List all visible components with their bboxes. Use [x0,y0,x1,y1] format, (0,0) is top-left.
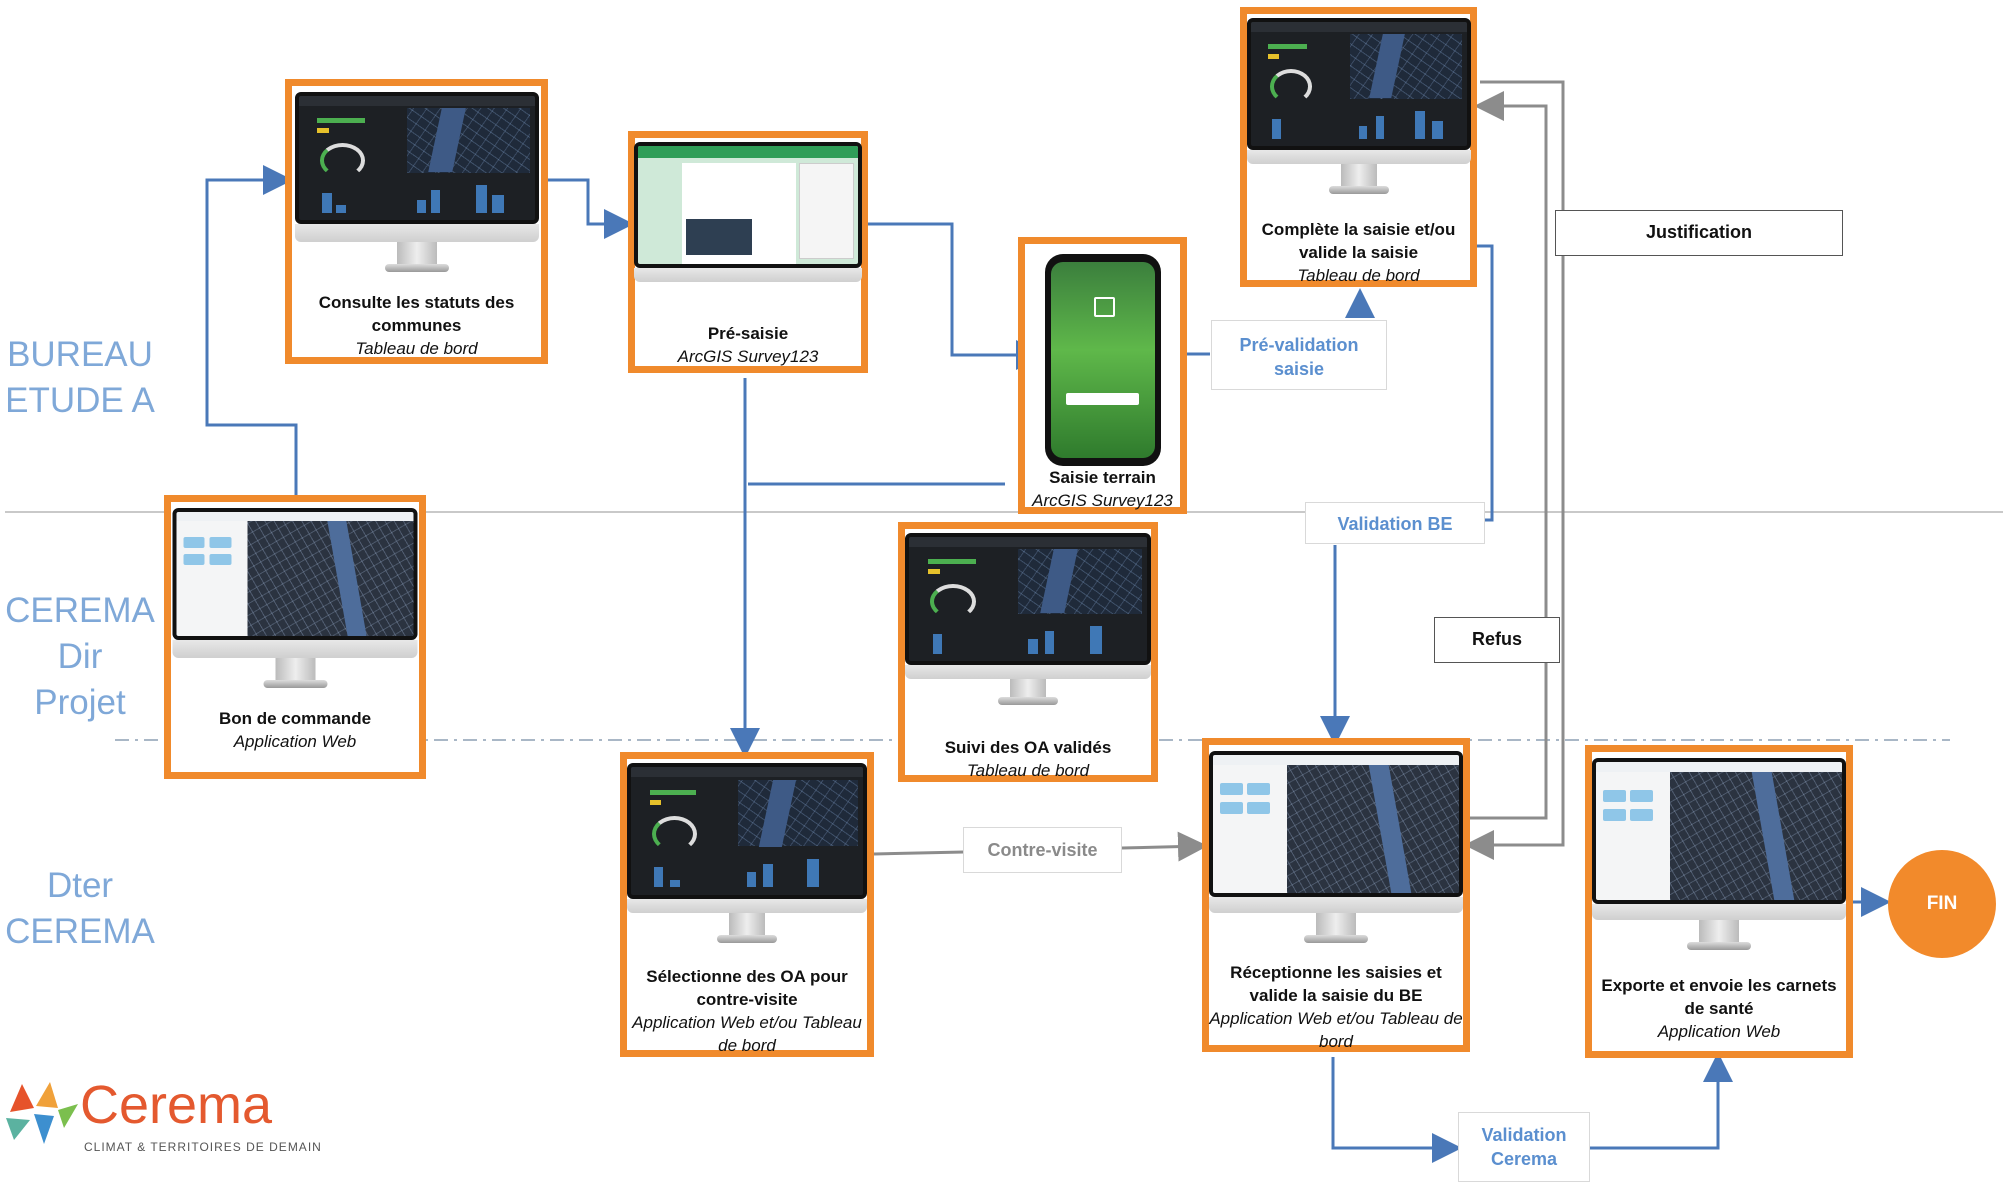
label-validation-cerema: Validation Cerema [1458,1112,1590,1182]
node-title: Pré-saisie [707,324,789,343]
logo-tagline: CLIMAT & TERRITOIRES DE DEMAIN [84,1140,322,1154]
monitor-survey-form [634,142,862,314]
arrow-presaisie-to-saisie [868,222,1046,370]
label-contre-visite: Contre-visite [963,827,1122,873]
cerema-emblem-icon [6,1082,78,1144]
label-justification: Justification [1555,210,1843,256]
node-subtitle: Tableau de bord [966,761,1090,780]
node-bon-caption: Bon de commande Application Web [171,707,419,753]
node-receptionne-caption: Réceptionne les saisies et valide la sai… [1209,961,1463,1053]
end-node-fin[interactable]: FIN [1888,850,1996,958]
node-subtitle: Application Web et/ou Tableau de bord [1209,1009,1463,1051]
node-suivi[interactable]: Suivi des OA validés Tableau de bord [898,522,1158,782]
node-complete-caption: Complète la saisie et/ou valide la saisi… [1247,218,1470,287]
arrow-consulte-to-presaisie [546,178,634,239]
node-saisie-caption: Saisie terrain ArcGIS Survey123 [1025,466,1180,512]
node-consulte-caption: Consulte les statuts des communes Tablea… [292,291,541,360]
node-saisie-terrain[interactable]: Saisie terrain ArcGIS Survey123 [1018,237,1187,514]
cerema-logo: Cerema CLIMAT & TERRITOIRES DE DEMAIN [0,1075,322,1158]
node-subtitle: Application Web [233,732,357,751]
node-bon-commande[interactable]: Bon de commande Application Web [164,495,426,779]
node-selectionne[interactable]: Sélectionne des OA pour contre-visite Ap… [620,752,874,1057]
node-subtitle: Tableau de bord [355,339,478,358]
monitor-dashboard [1246,18,1471,208]
monitor-dashboard [905,533,1151,723]
node-title: Saisie terrain [1049,468,1156,487]
node-suivi-caption: Suivi des OA validés Tableau de bord [905,736,1151,782]
lane-title-bureau: BUREAU ETUDE A [5,335,155,420]
logo-wordmark: Cerema [80,1075,273,1135]
arrow-justification-loop [1464,80,1565,860]
node-subtitle: Application Web [1657,1022,1781,1041]
phone-survey123 [1044,254,1161,466]
label-pre-validation: Pré-validation saisie [1211,320,1387,390]
lane-title-dter: Dter CEREMA [5,866,155,951]
node-exporte-caption: Exporte et envoie les carnets de santé A… [1592,974,1846,1043]
monitor-dashboard [294,92,539,292]
node-subtitle: Tableau de bord [1297,266,1420,285]
node-title: Exporte et envoie les carnets de santé [1601,976,1837,1018]
node-selectionne-caption: Sélectionne des OA pour contre-visite Ap… [627,965,867,1057]
monitor-web-app [1592,758,1846,968]
node-subtitle: ArcGIS Survey123 [677,347,819,366]
arrow-receptionne-to-validation-cerema [1331,1057,1462,1163]
node-subtitle: ArcGIS Survey123 [1032,491,1173,510]
node-presaisie[interactable]: Pré-saisie ArcGIS Survey123 [628,131,868,373]
lane-title-cerema-dir: CEREMA Dir Projet [5,591,155,722]
label-validation-be: Validation BE [1305,502,1485,544]
monitor-dashboard [627,763,867,959]
node-presaisie-caption: Pré-saisie ArcGIS Survey123 [635,322,861,368]
node-title: Réceptionne les saisies et valide la sai… [1230,963,1442,1005]
node-consulte[interactable]: Consulte les statuts des communes Tablea… [285,79,548,364]
arrow-complete-to-validationbe [1475,244,1494,522]
arrow-validation-cerema-to-exporte [1590,1052,1733,1150]
node-subtitle: Application Web et/ou Tableau de bord [632,1013,862,1055]
node-title: Consulte les statuts des communes [318,293,515,335]
label-refus: Refus [1434,617,1560,663]
arrow-bon-to-consulte [205,165,298,495]
arrow-contrevisite-to-receptionne [1121,831,1208,862]
node-receptionne[interactable]: Réceptionne les saisies et valide la sai… [1202,738,1470,1052]
monitor-web-app [172,508,418,708]
node-title: Bon de commande [218,709,372,728]
arrow-receptionne-to-complete-refus [1468,91,1548,820]
node-title: Suivi des OA validés [944,738,1112,757]
node-title: Sélectionne des OA pour contre-visite [646,967,848,1009]
node-title: Complète la saisie et/ou valide la saisi… [1261,220,1456,262]
arrow-selectionne-to-contrevisite [873,850,965,856]
node-complete[interactable]: Complète la saisie et/ou valide la saisi… [1240,7,1477,287]
monitor-web-app [1209,751,1463,959]
node-exporte[interactable]: Exporte et envoie les carnets de santé A… [1585,745,1853,1058]
